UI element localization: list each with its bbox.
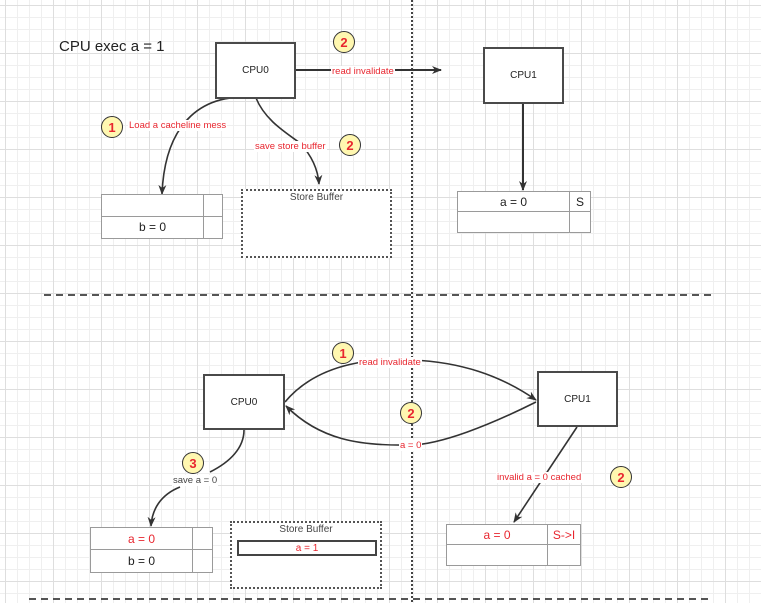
top-cpu1-box: CPU1 xyxy=(483,47,564,104)
top-step-badge-save-store-buffer: 2 xyxy=(339,134,361,156)
cache-line xyxy=(447,545,580,565)
cache-value: a = 0 xyxy=(91,528,192,550)
top-cpu1-label: CPU1 xyxy=(510,70,537,81)
bottom-step-badge-read-invalidate: 1 xyxy=(332,342,354,364)
cache-value xyxy=(102,195,203,217)
arrow-top-load-cacheline xyxy=(158,96,256,195)
bottom-cpu1-label: CPU1 xyxy=(564,393,591,405)
cache-state xyxy=(192,550,212,572)
top-load-cacheline-label: Load a cacheline mess xyxy=(128,120,228,131)
bottom-cpu0-cache: a = 0 b = 0 xyxy=(90,527,213,573)
top-save-store-buffer-label: save store buffer xyxy=(254,141,327,152)
store-buffer-entry: a = 1 xyxy=(237,540,377,556)
cache-value xyxy=(458,212,569,232)
diagram-title: CPU exec a = 1 xyxy=(59,38,165,55)
cache-value: b = 0 xyxy=(138,220,167,235)
cache-value: a = 0 xyxy=(447,525,547,545)
cache-line xyxy=(102,195,222,217)
badge-number: 2 xyxy=(346,137,354,153)
top-store-buffer: Store Buffer xyxy=(241,189,392,258)
bottom-invalid-cached-label: invalid a = 0 cached xyxy=(496,472,583,483)
cache-state xyxy=(203,216,222,238)
cache-state xyxy=(203,195,222,217)
cache-line: a = 0 S xyxy=(458,192,590,212)
top-step-badge-read-invalidate: 2 xyxy=(333,31,355,53)
bottom-cpu1-cache: a = 0 S->I xyxy=(446,524,581,566)
bottom-step-badge-save: 3 xyxy=(182,452,204,474)
bottom-save-label: save a = 0 xyxy=(172,475,219,486)
cache-state xyxy=(569,212,590,232)
bottom-cpu1-box: CPU1 xyxy=(537,371,618,427)
cache-value: a = 0 xyxy=(458,192,569,212)
bottom-cpu0-label: CPU0 xyxy=(230,396,258,408)
bottom-cpu0-box: CPU0 xyxy=(203,374,285,430)
arrow-bottom-save xyxy=(151,429,245,526)
top-cpu0-box: CPU0 xyxy=(215,42,296,99)
badge-number: 2 xyxy=(617,469,625,485)
bottom-reply-label: a = 0 xyxy=(399,440,423,451)
top-read-invalidate-label: read invalidate xyxy=(331,66,395,77)
cache-line xyxy=(458,212,590,232)
badge-number: 2 xyxy=(340,34,348,50)
cache-state: S xyxy=(569,192,590,212)
bottom-read-invalidate-label: read invalidate xyxy=(358,357,422,368)
bottom-store-buffer: Store Buffer a = 1 xyxy=(230,521,382,589)
bottom-step-badge-invalid: 2 xyxy=(610,466,632,488)
top-cpu0-label: CPU0 xyxy=(242,65,269,76)
top-cpu0-cache: b = 0 xyxy=(101,194,223,239)
cache-line: a = 0 xyxy=(91,528,212,550)
badge-number: 3 xyxy=(189,455,197,471)
cache-line: b = 0 xyxy=(102,216,222,238)
cache-value: b = 0 xyxy=(127,554,156,568)
store-buffer-label: Store Buffer xyxy=(289,192,344,203)
cache-value xyxy=(447,545,547,565)
bottom-step-badge-reply: 2 xyxy=(400,402,422,424)
badge-number: 1 xyxy=(108,119,116,135)
cache-state xyxy=(192,528,212,550)
cache-state xyxy=(547,545,580,565)
cache-line: b = 0 xyxy=(91,550,212,572)
badge-number: 2 xyxy=(407,405,415,421)
top-cpu1-cache: a = 0 S xyxy=(457,191,591,233)
top-step-badge-load: 1 xyxy=(101,116,123,138)
badge-number: 1 xyxy=(339,345,347,361)
cache-line: a = 0 S->I xyxy=(447,525,580,545)
store-buffer-label: Store Buffer xyxy=(279,524,333,535)
cache-state: S->I xyxy=(547,525,580,545)
